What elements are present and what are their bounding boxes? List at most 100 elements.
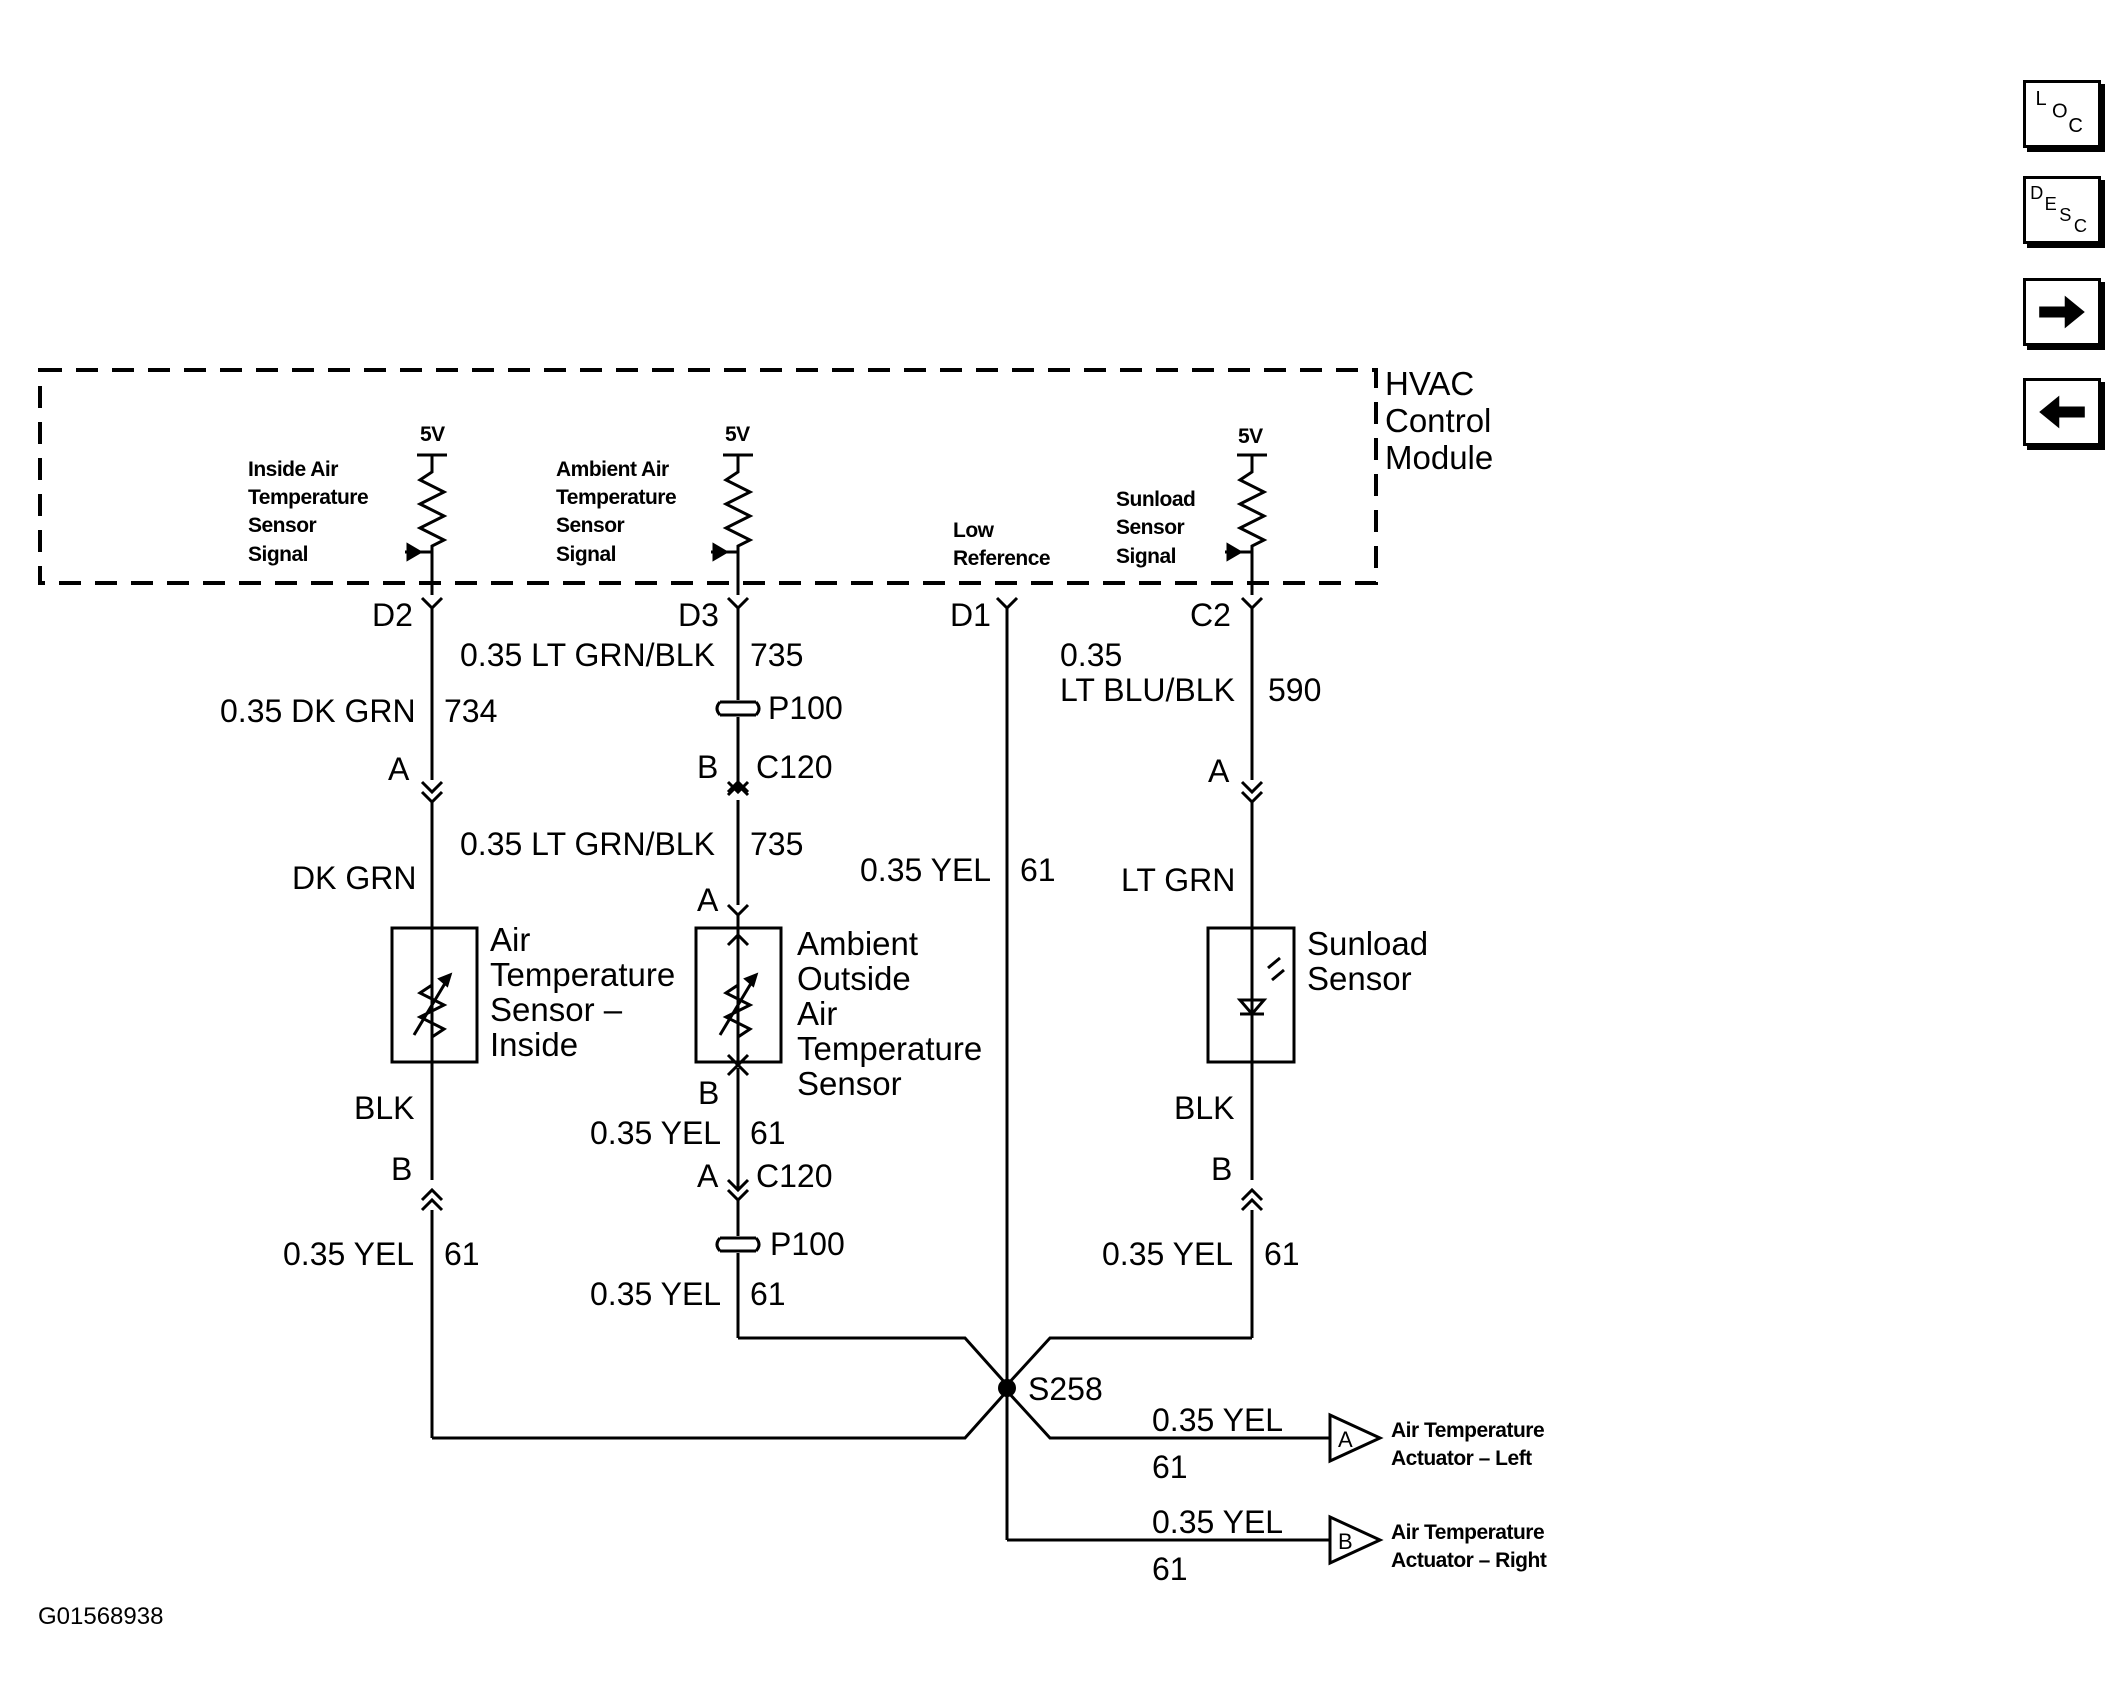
inside-signal-4: Signal bbox=[248, 543, 308, 566]
ambient-sensor-2: Outside bbox=[797, 960, 911, 997]
inside-dk-grn: DK GRN bbox=[292, 860, 416, 896]
voltage-sunload: 5V bbox=[1238, 425, 1263, 448]
ambient-sensor-3: Air bbox=[797, 995, 837, 1032]
module-name-2: Control bbox=[1385, 402, 1491, 439]
out-a-line2: Actuator – Left bbox=[1391, 1447, 1532, 1470]
desc-e: E bbox=[2045, 193, 2057, 214]
out-b-line2: Actuator – Right bbox=[1391, 1549, 1547, 1572]
ambient-yel-size-2: 0.35 YEL bbox=[590, 1276, 721, 1312]
desc-button[interactable]: D E S C bbox=[2023, 176, 2101, 244]
low-ref-1: Low bbox=[953, 519, 995, 542]
inside-sensor-4: Inside bbox=[490, 1026, 578, 1063]
figure-id: G01568938 bbox=[38, 1603, 163, 1630]
inside-conn-b: B bbox=[391, 1151, 412, 1187]
loc-l: L bbox=[2036, 88, 2047, 110]
desc-d: D bbox=[2030, 182, 2043, 203]
ambient-yel-num-2: 61 bbox=[750, 1276, 786, 1312]
wire-590-num: 590 bbox=[1268, 672, 1321, 708]
voltage-ambient: 5V bbox=[725, 423, 750, 446]
out-a-size: 0.35 YEL bbox=[1152, 1402, 1283, 1438]
c120-bottom: C120 bbox=[756, 1158, 833, 1194]
inside-sensor-box bbox=[390, 926, 479, 1064]
sunload-blk: BLK bbox=[1174, 1090, 1234, 1126]
sunload-conn-a: A bbox=[1208, 753, 1230, 789]
loc-o: O bbox=[2052, 101, 2068, 123]
ambient-signal-1: Ambient Air bbox=[556, 458, 669, 481]
voltage-inside: 5V bbox=[420, 423, 445, 446]
ambient-signal-3: Sensor bbox=[556, 514, 625, 537]
out-a-letter: A bbox=[1338, 1427, 1353, 1452]
wire-735-size-mid: 0.35 LT GRN/BLK bbox=[460, 826, 715, 862]
out-b-letter: B bbox=[1338, 1529, 1353, 1554]
ambient-sensor-1: Ambient bbox=[797, 925, 918, 962]
arrow-right-icon bbox=[2039, 295, 2085, 329]
sunload-sensor-2: Sensor bbox=[1307, 960, 1412, 997]
out-a-num: 61 bbox=[1152, 1449, 1188, 1485]
pin-d2: D2 bbox=[372, 597, 413, 633]
splice-label: S258 bbox=[1028, 1371, 1103, 1407]
ambient-signal-2: Temperature bbox=[556, 486, 676, 509]
c120-top: C120 bbox=[756, 749, 833, 785]
ambient-conn-b-top: B bbox=[697, 749, 718, 785]
sunload-sensor-1: Sunload bbox=[1307, 925, 1428, 962]
out-a-line1: Air Temperature bbox=[1391, 1419, 1544, 1442]
next-button[interactable] bbox=[2023, 278, 2101, 346]
splice-s258-dot bbox=[998, 1379, 1016, 1397]
inside-signal-1: Inside Air bbox=[248, 458, 338, 481]
ambient-conn-a-bottom: A bbox=[697, 1158, 719, 1194]
ambient-sensor-4: Temperature bbox=[797, 1030, 982, 1067]
inside-sensor-3: Sensor – bbox=[490, 991, 623, 1028]
p100-top: P100 bbox=[768, 690, 843, 726]
desc-s: S bbox=[2059, 204, 2071, 225]
inside-signal-2: Temperature bbox=[248, 486, 368, 509]
out-b-num: 61 bbox=[1152, 1551, 1188, 1587]
p100-bottom: P100 bbox=[770, 1226, 845, 1262]
inside-signal-3: Sensor bbox=[248, 514, 317, 537]
inside-yel-num: 61 bbox=[444, 1236, 480, 1272]
inside-sensor-2: Temperature bbox=[490, 956, 675, 993]
loc-c: C bbox=[2068, 115, 2082, 137]
ambient-yel-num-1: 61 bbox=[750, 1115, 786, 1151]
ambient-conn-b-bottom: B bbox=[698, 1075, 719, 1111]
pin-d3: D3 bbox=[678, 597, 719, 633]
wire-734-num: 734 bbox=[444, 693, 497, 729]
module-name-3: Module bbox=[1385, 439, 1493, 476]
hvac-module-boundary bbox=[38, 368, 1378, 585]
wire-735-num-top: 735 bbox=[750, 637, 803, 673]
inside-yel-size: 0.35 YEL bbox=[283, 1236, 414, 1272]
out-b-line1: Air Temperature bbox=[1391, 1521, 1544, 1544]
inside-sensor-1: Air bbox=[490, 921, 530, 958]
arrow-left-icon bbox=[2039, 395, 2085, 429]
output-b-triangle bbox=[1328, 1514, 1384, 1566]
pin-d1: D1 bbox=[950, 597, 991, 633]
sunload-signal-2: Sensor bbox=[1116, 516, 1185, 539]
ambient-conn-a-top: A bbox=[697, 882, 719, 918]
sunload-yel-size: 0.35 YEL bbox=[1102, 1236, 1233, 1272]
sunload-yel-num: 61 bbox=[1264, 1236, 1300, 1272]
loc-button[interactable]: L O C bbox=[2023, 80, 2101, 148]
desc-c: C bbox=[2074, 215, 2087, 236]
wire-590-size: 0.35 bbox=[1060, 637, 1122, 673]
lowref-yel-size: 0.35 YEL bbox=[860, 852, 991, 888]
output-a-triangle bbox=[1328, 1412, 1384, 1464]
inside-conn-a: A bbox=[388, 751, 410, 787]
low-ref-2: Reference bbox=[953, 547, 1050, 570]
pin-c2: C2 bbox=[1190, 597, 1231, 633]
wire-734-size: 0.35 DK GRN bbox=[220, 693, 416, 729]
ambient-yel-size-1: 0.35 YEL bbox=[590, 1115, 721, 1151]
inside-blk: BLK bbox=[354, 1090, 414, 1126]
wire-735-size-top: 0.35 LT GRN/BLK bbox=[460, 637, 715, 673]
sunload-signal-1: Sunload bbox=[1116, 488, 1195, 511]
module-name-1: HVAC bbox=[1385, 365, 1474, 402]
ambient-signal-4: Signal bbox=[556, 543, 616, 566]
sunload-signal-3: Signal bbox=[1116, 545, 1176, 568]
wire-590-color: LT BLU/BLK bbox=[1060, 672, 1235, 708]
prev-button[interactable] bbox=[2023, 378, 2101, 446]
sunload-conn-b: B bbox=[1211, 1151, 1232, 1187]
sunload-lt-grn: LT GRN bbox=[1121, 862, 1235, 898]
out-b-size: 0.35 YEL bbox=[1152, 1504, 1283, 1540]
wire-735-num-mid: 735 bbox=[750, 826, 803, 862]
ambient-sensor-5: Sensor bbox=[797, 1065, 902, 1102]
lowref-yel-num: 61 bbox=[1020, 852, 1056, 888]
